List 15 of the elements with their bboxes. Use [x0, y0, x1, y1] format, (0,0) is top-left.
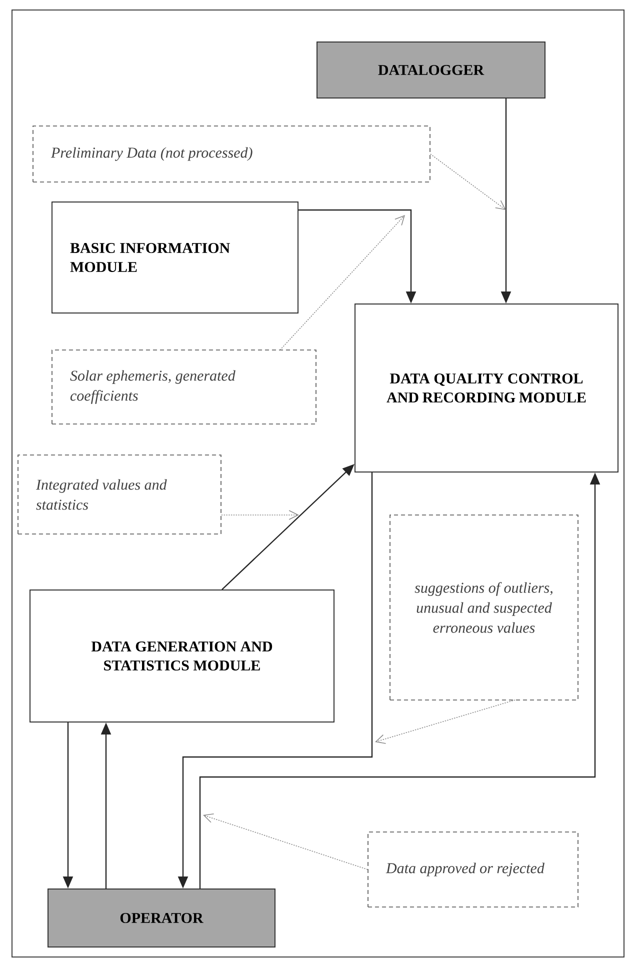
leader-line: [203, 813, 368, 870]
note-box: Data approved or rejected: [368, 832, 578, 908]
leader-line: [375, 700, 516, 744]
module-box: DATALOGGER: [316, 42, 546, 98]
module-box: DATA QUALITY CONTROL AND RECORDING MODULE: [354, 304, 618, 472]
note-box: suggestions of outliers, unusual and suspected erroneous values: [390, 514, 578, 700]
module-box: OPERATOR: [48, 888, 276, 948]
note-box: Solar ephemeris, generated coefficients: [52, 350, 316, 424]
module-box: BASIC INFORMATION MODULE: [52, 202, 298, 314]
leader-line: [430, 154, 506, 210]
note-box: Preliminary Data (not processed): [32, 126, 430, 182]
leader-line: [280, 215, 405, 350]
leader-line: [221, 510, 299, 520]
note-box: Integrated values and statistics: [18, 454, 222, 534]
module-box: DATA GENERATION AND STATISTICS MODULE: [30, 590, 334, 722]
